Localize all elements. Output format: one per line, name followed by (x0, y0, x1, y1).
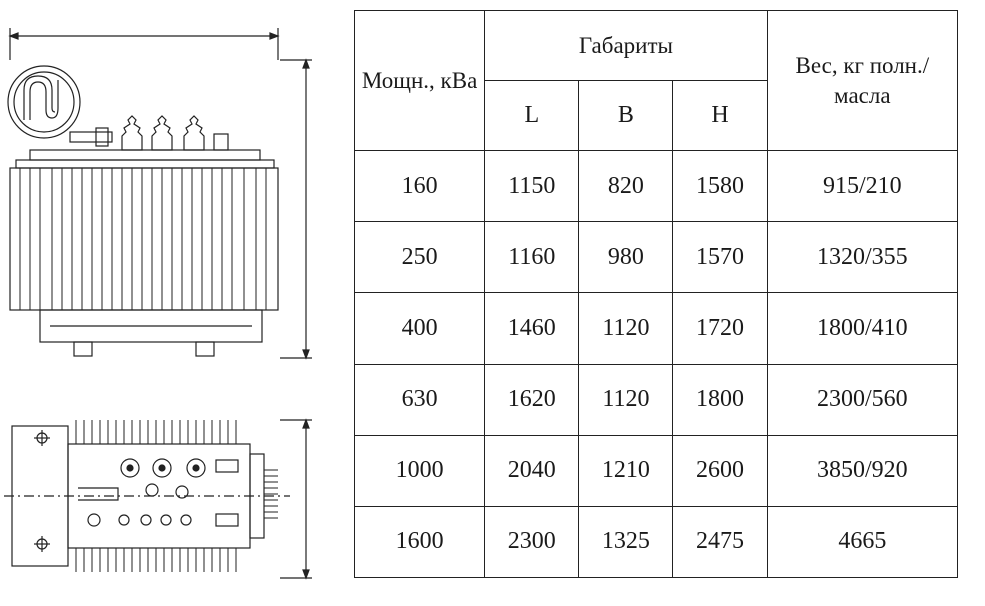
l-cell: 1620 (484, 363, 580, 436)
power-cell: 1000 (353, 434, 486, 507)
b-cell: 1120 (578, 292, 674, 365)
b-cell: 980 (578, 221, 674, 294)
table-row: 1600 2300 1325 2475 4665 (353, 505, 959, 579)
dim-header-l: L (484, 80, 580, 152)
weight-cell: 3850/920 (766, 434, 959, 507)
power-cell: 400 (353, 292, 486, 365)
l-cell: 2300 (484, 505, 580, 579)
bushings (121, 115, 229, 151)
table-row: 1000 2040 1210 2600 3850/920 (353, 434, 959, 507)
weight-cell: 1800/410 (766, 292, 959, 365)
h-cell: 2475 (672, 505, 768, 579)
dim-header-b: B (578, 80, 674, 152)
bushing-circles (87, 458, 206, 527)
mounting-hole-icons (34, 430, 50, 552)
dimensions-header: Габариты (484, 9, 768, 82)
table-subheader-row: L B H (355, 80, 958, 152)
table-row: 400 1460 1120 1720 1800/410 (353, 292, 959, 365)
l-cell: 1150 (484, 150, 580, 223)
h-cell: 1800 (672, 363, 768, 436)
fins-right (264, 469, 278, 519)
fins-bottom (75, 548, 237, 572)
h-cell: 1720 (672, 292, 768, 365)
table-header-row: Мощн., кВа Габариты Вес, кг полн./масла (353, 9, 959, 152)
weight-header: Вес, кг полн./масла (766, 9, 959, 152)
width-dimension-line (280, 418, 312, 580)
table-row: 630 1620 1120 1800 2300/560 (353, 363, 959, 436)
h-cell: 1580 (672, 150, 768, 223)
top-view (4, 420, 290, 572)
radiator-fins (19, 168, 267, 310)
b-cell: 820 (578, 150, 674, 223)
l-cell: 2040 (484, 434, 580, 507)
fins-top (75, 420, 237, 444)
power-cell: 1600 (353, 505, 486, 579)
l-cell: 1160 (484, 221, 580, 294)
b-cell: 1325 (578, 505, 674, 579)
weight-cell: 4665 (766, 505, 959, 579)
weight-cell: 915/210 (766, 150, 959, 223)
power-cell: 250 (353, 221, 486, 294)
front-view (7, 65, 279, 357)
weight-cell: 1320/355 (766, 221, 959, 294)
transformer-drawing (4, 28, 312, 580)
height-dimension-line (280, 58, 312, 360)
h-cell: 1570 (672, 221, 768, 294)
h-cell: 2600 (672, 434, 768, 507)
power-cell: 160 (353, 150, 486, 223)
power-cell: 630 (353, 363, 486, 436)
transformer-spec-table: Мощн., кВа Габариты Вес, кг полн./масла … (353, 9, 959, 579)
power-header: Мощн., кВа (353, 9, 486, 152)
top-dimension-line (8, 28, 280, 60)
dim-header-h: H (672, 80, 768, 152)
b-cell: 1210 (578, 434, 674, 507)
weight-cell: 2300/560 (766, 363, 959, 436)
table-row: 160 1150 820 1580 915/210 (353, 150, 959, 223)
table-row: 250 1160 980 1570 1320/355 (353, 221, 959, 294)
b-cell: 1120 (578, 363, 674, 436)
l-cell: 1460 (484, 292, 580, 365)
